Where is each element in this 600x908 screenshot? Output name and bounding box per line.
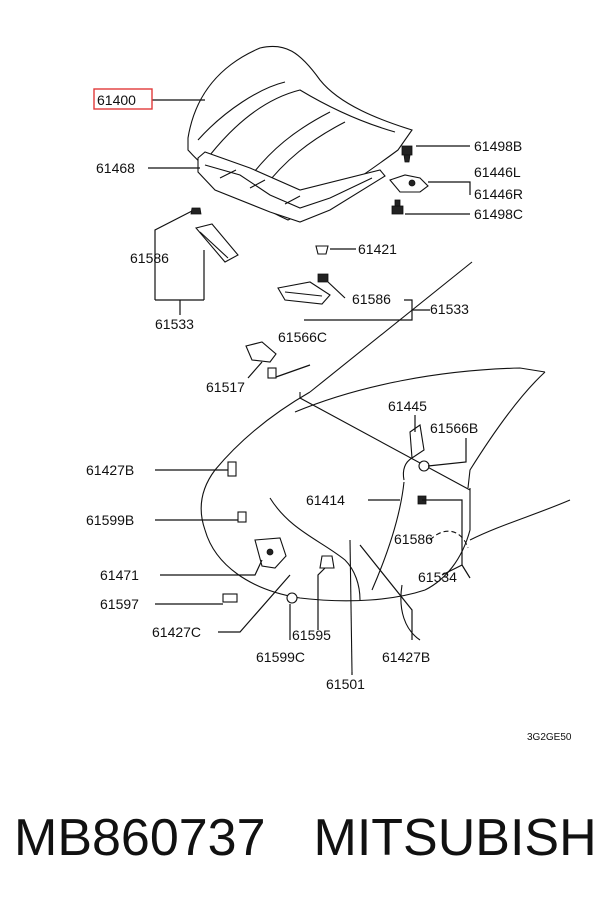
label-61566b: 61566B xyxy=(430,420,478,436)
label-61471: 61471 xyxy=(100,567,139,583)
bolt-61566c xyxy=(267,367,277,379)
label-61427b-upper: 61427B xyxy=(86,462,134,478)
bumper-rubber-61498c xyxy=(391,199,404,215)
label-61586-middle: 61586 xyxy=(352,291,391,307)
bolt-61566b xyxy=(418,460,430,472)
label-61498c: 61498C xyxy=(474,206,523,222)
label-61446r: 61446R xyxy=(474,186,523,202)
release-cable-61414 xyxy=(269,481,405,601)
label-61566c: 61566C xyxy=(278,329,327,345)
label-61595: 61595 xyxy=(292,627,331,643)
label-61533-left: 61533 xyxy=(155,316,194,332)
bracket-61517 xyxy=(245,341,277,363)
label-61517: 61517 xyxy=(206,379,245,395)
label-61534: 61534 xyxy=(418,569,457,585)
hood-inner-panel xyxy=(197,151,386,223)
clip-61421 xyxy=(315,245,329,255)
label-61445: 61445 xyxy=(388,398,427,414)
nut-61586-left xyxy=(190,207,202,215)
hood-latch-61471 xyxy=(254,537,287,569)
label-61599b: 61599B xyxy=(86,512,134,528)
clip-61427b-upper xyxy=(227,461,237,477)
label-61400: 61400 xyxy=(97,92,136,108)
striker-61595 xyxy=(319,555,335,569)
brand-name: MITSUBISHI xyxy=(313,809,600,867)
label-61597: 61597 xyxy=(100,596,139,612)
hood-hinge-61446 xyxy=(389,174,429,193)
bumper-rubber-61498b xyxy=(401,145,413,163)
support-rod-61501 xyxy=(349,539,353,673)
leader-lines xyxy=(148,99,471,675)
diagram-code: 3G2GE50 xyxy=(527,732,572,743)
label-61427c: 61427C xyxy=(152,624,201,640)
bumper-61599c xyxy=(286,592,298,604)
label-61501: 61501 xyxy=(326,676,365,692)
release-handle-61445 xyxy=(402,424,425,481)
label-61599c: 61599C xyxy=(256,649,305,665)
parts-diagram: 61400 61468 61498B 61446L 61446R 61498C … xyxy=(86,45,572,743)
label-61586-left: 61586 xyxy=(130,250,169,266)
label-61414: 61414 xyxy=(306,492,345,508)
highlight-box xyxy=(93,88,153,110)
car-body-outline xyxy=(200,261,571,641)
label-61586-right: 61586 xyxy=(394,531,433,547)
label-61533-right: 61533 xyxy=(430,301,469,317)
label-61427b-lower: 61427B xyxy=(382,649,430,665)
label-61446l: 61446L xyxy=(474,164,521,180)
label-61498b: 61498B xyxy=(474,138,522,154)
label-61468: 61468 xyxy=(96,160,135,176)
part-labels: 61400 61468 61498B 61446L 61446R 61498C … xyxy=(86,92,572,743)
bracket-61533-left xyxy=(195,223,239,263)
bracket-61533-right xyxy=(277,281,331,305)
bolt-61597 xyxy=(222,593,238,603)
bumper-61599b xyxy=(237,511,247,523)
part-number: MB860737 xyxy=(14,809,266,867)
part-caption: MB860737 MITSUBISHI xyxy=(14,808,600,868)
label-61421: 61421 xyxy=(358,241,397,257)
nut-61586-middle xyxy=(317,273,329,283)
